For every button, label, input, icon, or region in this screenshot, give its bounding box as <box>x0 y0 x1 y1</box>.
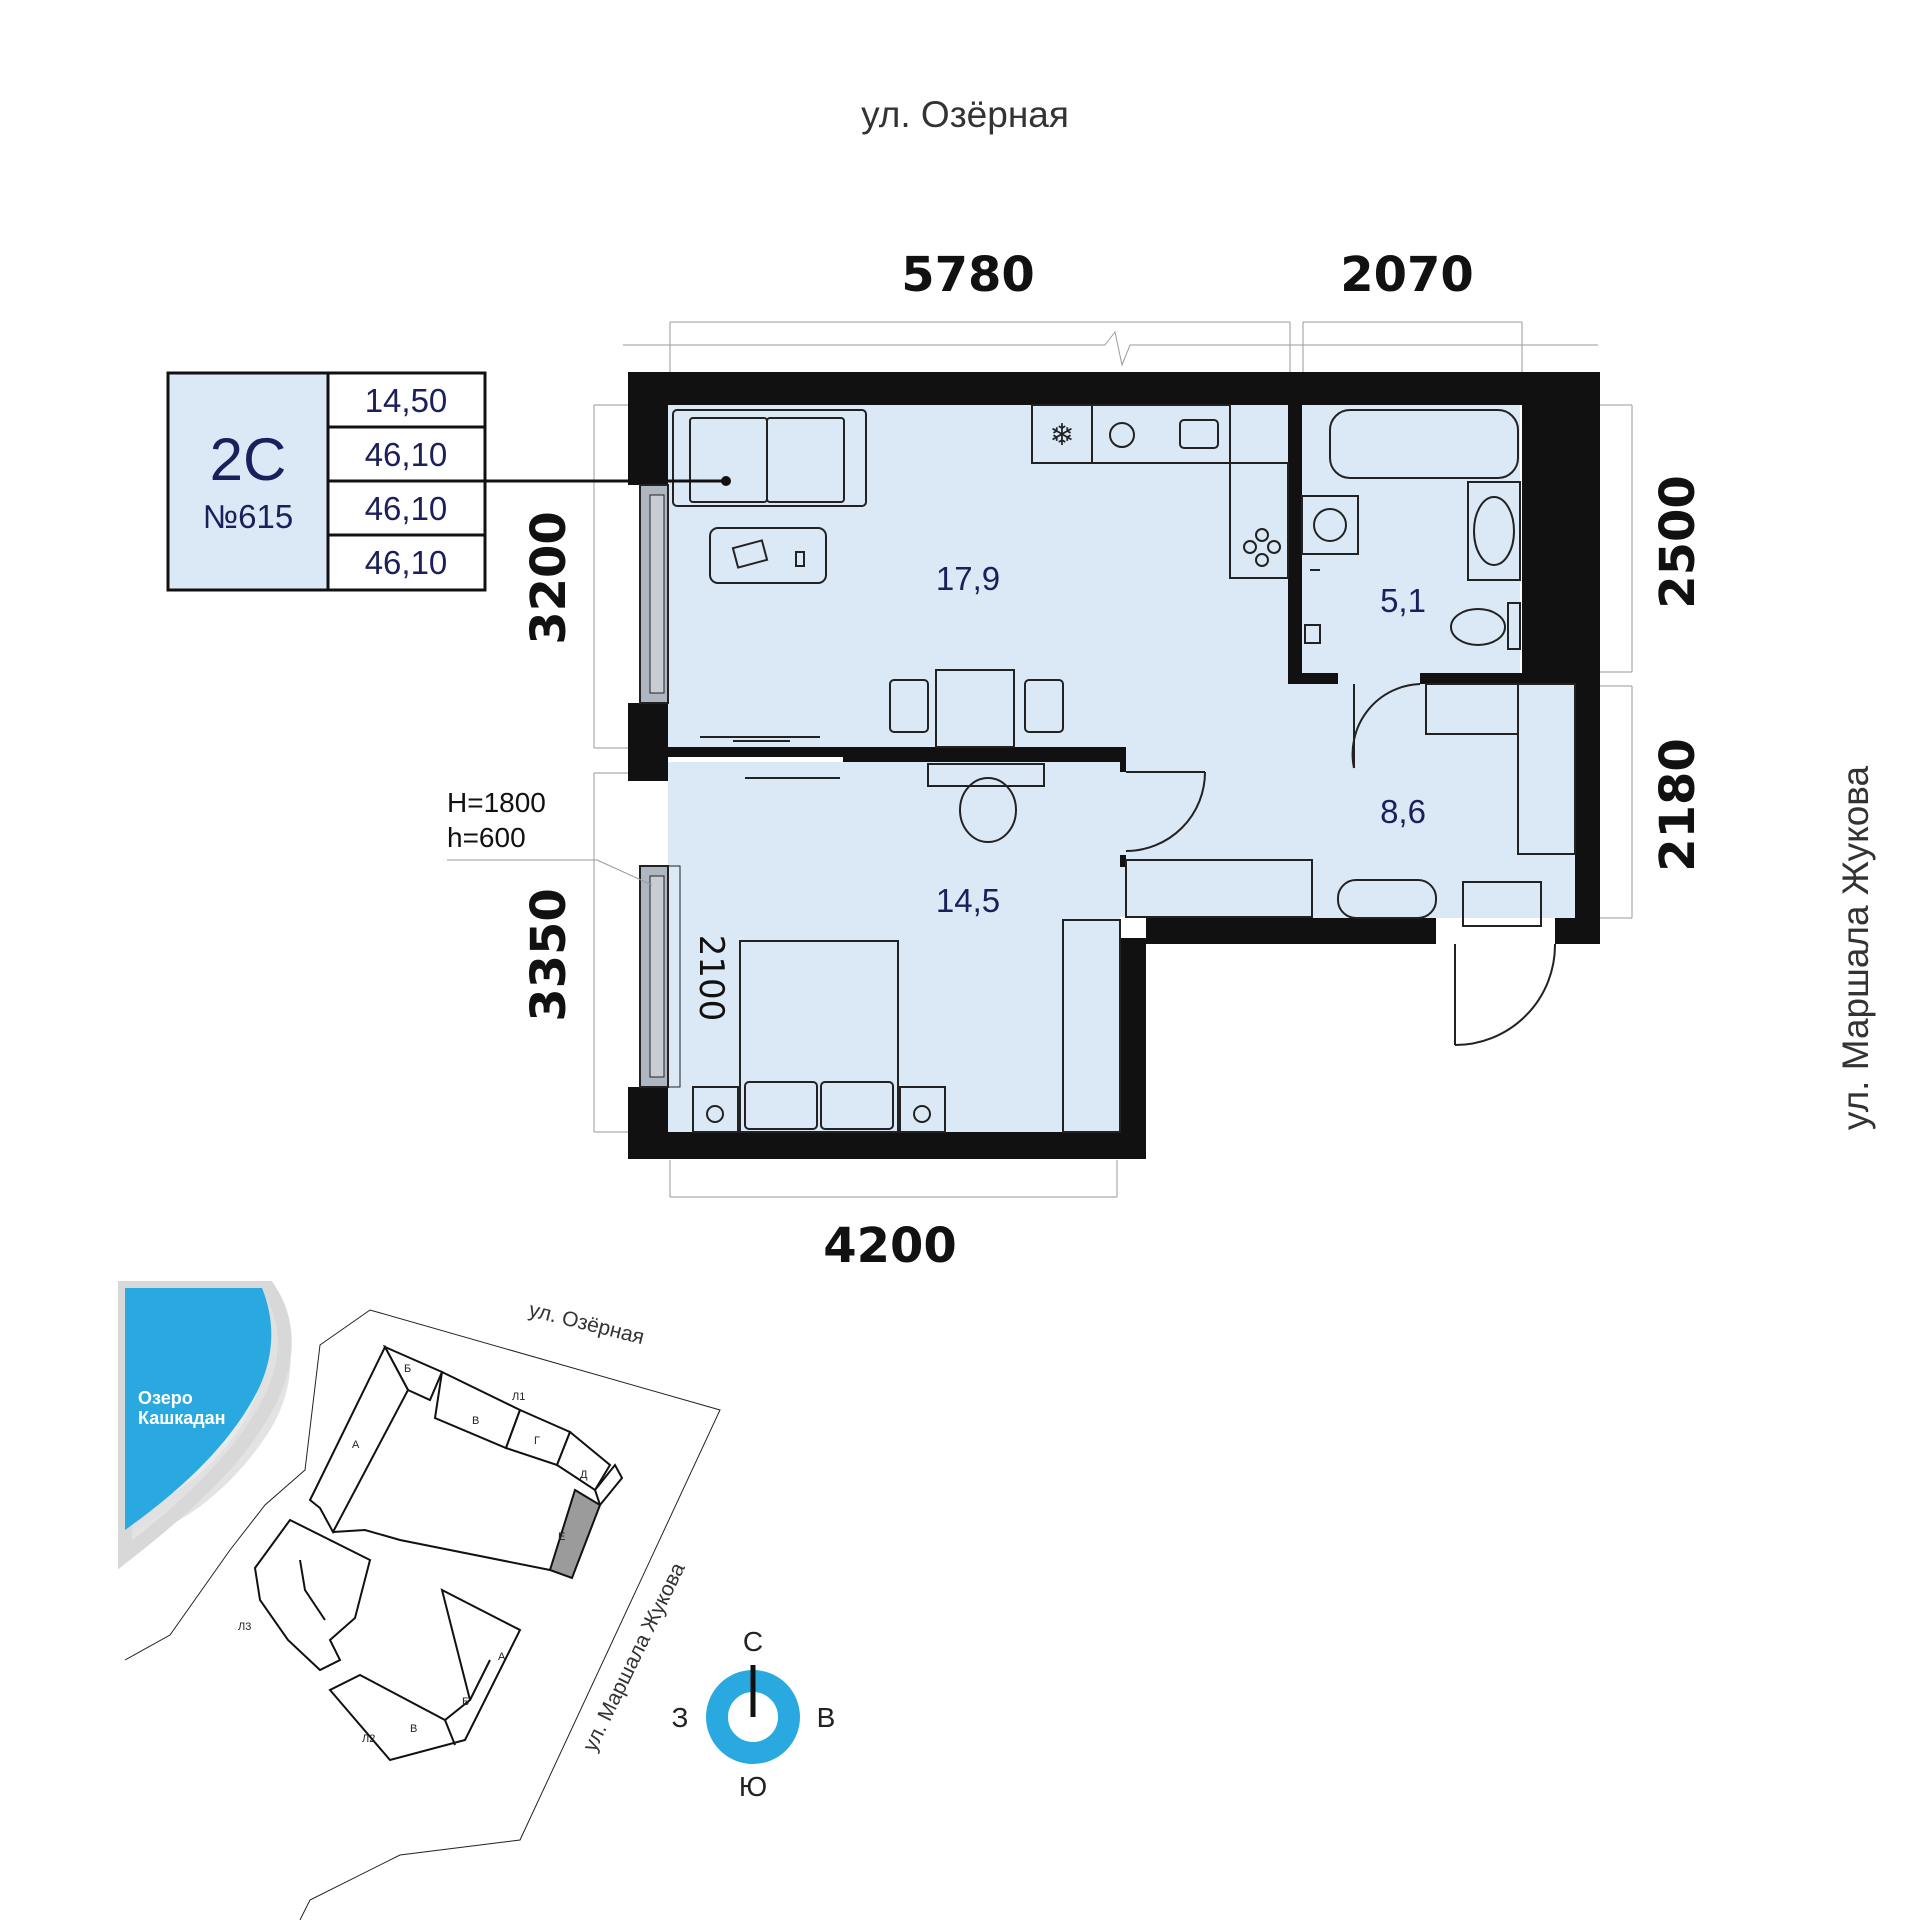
table-value: 14,50 <box>365 382 448 419</box>
dimension-bottom: 4200 <box>823 1218 957 1274</box>
room-area-hall: 8,6 <box>1380 793 1426 830</box>
kitchen-sink-icon <box>1179 419 1219 449</box>
furniture-bedroom <box>692 763 1121 1133</box>
dimension-left-bottom: 3350 <box>521 888 577 1022</box>
section-label: Г <box>534 1435 540 1447</box>
street-top-label: ул. Озёрная <box>861 94 1069 135</box>
doors <box>1125 683 1557 1046</box>
building-label-l3: Л3 <box>238 1621 251 1633</box>
section-label: А <box>352 1439 360 1451</box>
compass <box>706 1665 800 1764</box>
fridge-icon: ❄ <box>1049 418 1074 453</box>
table-value: 46,10 <box>365 436 448 473</box>
room-area-bedroom: 14,5 <box>936 882 1000 919</box>
window-height-note: H=1800 <box>447 787 546 818</box>
building-l1 <box>308 1344 624 1580</box>
street-right-label: ул. Маршала Жукова <box>1835 765 1876 1130</box>
building-l3 <box>253 1518 372 1672</box>
section-label: Б <box>462 1696 469 1708</box>
compass-west: З <box>672 1702 689 1733</box>
room-area-living-kitchen: 17,9 <box>936 560 1000 597</box>
dimension-left-top: 3200 <box>521 511 577 645</box>
floor-area <box>668 405 1575 1132</box>
window-width-label: 2100 <box>691 935 731 1022</box>
window-sill-note: h=600 <box>447 822 526 853</box>
dishwasher-icon <box>1109 422 1135 448</box>
building-label-l1: Л1 <box>512 1391 525 1403</box>
building-l2 <box>328 1588 522 1762</box>
section-label: Е <box>558 1531 565 1543</box>
dimension-right-top: 2500 <box>1650 475 1706 609</box>
window-note-leader-diag <box>596 859 653 886</box>
furniture-bathroom <box>1301 409 1521 650</box>
windows <box>628 484 681 1088</box>
apartment-number: №615 <box>203 498 293 535</box>
dimension-lines <box>593 321 1633 1198</box>
compass-south: Ю <box>739 1771 767 1802</box>
dimension-top-right: 2070 <box>1340 247 1474 303</box>
section-label: Б <box>404 1363 411 1375</box>
walls <box>628 372 1600 1159</box>
furniture-hall <box>1125 683 1576 927</box>
compass-north: С <box>743 1626 763 1657</box>
section-label: А <box>498 1651 506 1663</box>
compass-east: В <box>817 1702 836 1733</box>
table-value: 46,10 <box>365 544 448 581</box>
furniture-living <box>672 404 1289 748</box>
room-area-bathroom: 5,1 <box>1380 582 1426 619</box>
apartment-type: 2С <box>210 426 287 493</box>
table-value: 46,10 <box>365 490 448 527</box>
section-label: В <box>410 1723 417 1735</box>
site-plan <box>118 1281 721 1920</box>
dimension-right-bottom: 2180 <box>1650 738 1706 872</box>
lake-label-line1: Озеро <box>138 1388 193 1408</box>
lake-label-line2: Кашкадан <box>138 1408 226 1428</box>
section-label: Д <box>580 1469 588 1481</box>
dimension-top-left: 5780 <box>901 247 1035 303</box>
apartment-info-table <box>166 371 731 592</box>
site-street-top: ул. Озёрная <box>527 1298 647 1349</box>
building-label-l2: Л2 <box>362 1733 375 1745</box>
section-label: В <box>472 1415 479 1427</box>
